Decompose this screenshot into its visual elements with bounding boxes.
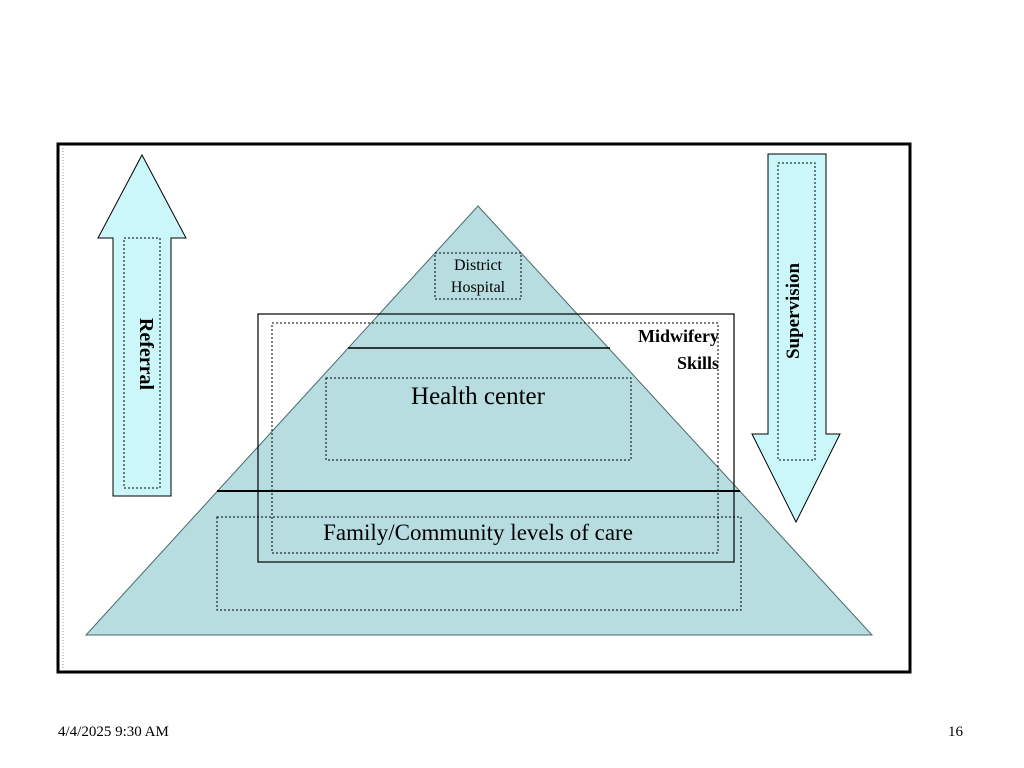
- hospital-label: Hospital: [451, 279, 506, 296]
- pyramid: [84, 205, 874, 636]
- midwifery-skills-inner-box: [271, 322, 719, 554]
- supervision-label: Supervision: [783, 263, 804, 360]
- footer-date: 4/4/2025 9:30 AM: [58, 724, 169, 740]
- midwifery-skills-box: [257, 313, 735, 563]
- referral-arrow-inner-box: [123, 237, 161, 489]
- referral-arrow: [97, 153, 187, 497]
- district-label: District: [454, 257, 503, 274]
- supervision-arrow: [751, 153, 841, 524]
- skills-label: Skills: [677, 353, 719, 373]
- health-center-label: Health center: [411, 383, 546, 410]
- district-hospital-box: [434, 252, 522, 300]
- midwifery-label: Midwifery: [638, 326, 719, 346]
- page-number: 16: [948, 724, 963, 740]
- referral-label: Referral: [135, 318, 157, 391]
- health-center-box: [325, 377, 632, 461]
- supervision-arrow-inner-box: [777, 162, 816, 461]
- community-care-box: [216, 516, 742, 611]
- community-care-label: Family/Community levels of care: [323, 520, 633, 545]
